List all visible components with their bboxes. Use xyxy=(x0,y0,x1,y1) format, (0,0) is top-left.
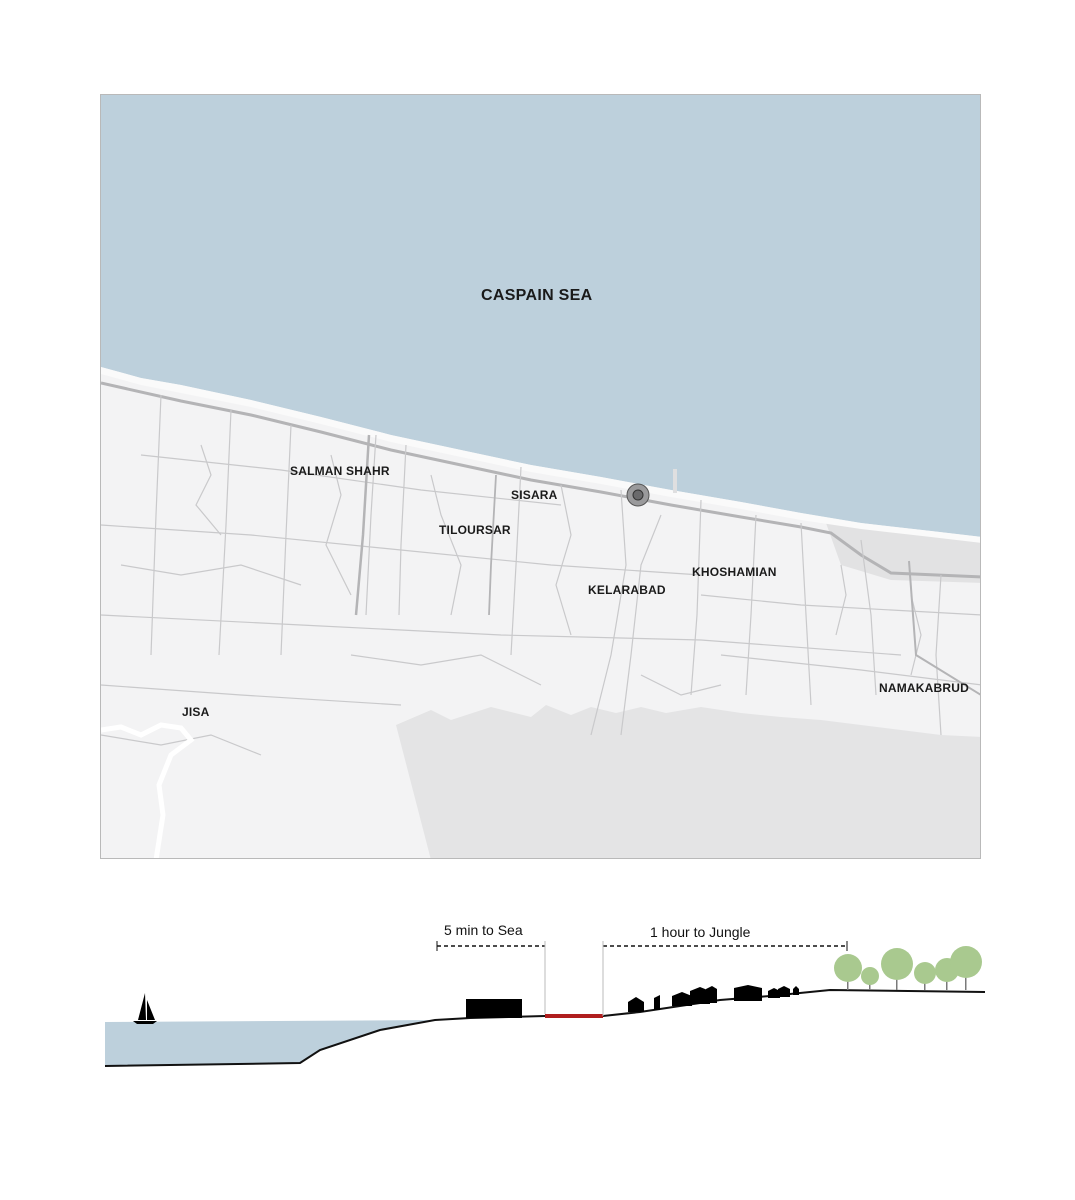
place-label-kelarabad: KELARABAD xyxy=(588,583,666,597)
forest-zone xyxy=(396,705,980,858)
place-label-namakabrud: NAMAKABRUD xyxy=(879,681,969,695)
place-label-tiloursar: TILOURSAR xyxy=(439,523,511,537)
dimension-jungle xyxy=(602,941,848,1016)
sailboat-icon xyxy=(133,993,157,1024)
jetty xyxy=(673,469,677,493)
main-road xyxy=(488,474,497,616)
map-canvas xyxy=(101,95,980,858)
sea-area xyxy=(101,95,980,537)
coastal-road xyxy=(101,381,980,579)
main-road xyxy=(354,434,371,616)
dimension-sea xyxy=(436,941,546,1014)
main-road xyxy=(908,560,980,696)
site-section: 5 min to Sea 1 hour to Jungle xyxy=(104,922,986,1067)
road-network xyxy=(101,394,980,756)
place-label-salman-shahr: SALMAN SHAHR xyxy=(290,464,390,478)
section-sea xyxy=(105,1020,435,1066)
site-marker xyxy=(626,483,650,507)
river xyxy=(101,722,195,858)
sea-distance-label: 5 min to Sea xyxy=(444,922,523,938)
section-trees xyxy=(834,946,982,990)
jungle-distance-label: 1 hour to Jungle xyxy=(650,924,751,940)
place-label-khoshamian: KHOSHAMIAN xyxy=(692,565,777,579)
place-label-sisara: SISARA xyxy=(511,488,558,502)
site-strip xyxy=(545,1014,603,1018)
section-building xyxy=(466,999,522,1018)
sea-label: CASPAIN SEA xyxy=(481,287,593,304)
place-label-jisa: JISA xyxy=(182,705,210,719)
section-houses xyxy=(628,985,799,1012)
map-panel: CASPAIN SEA SALMAN SHAHR SISARA TILOURSA… xyxy=(100,94,981,859)
